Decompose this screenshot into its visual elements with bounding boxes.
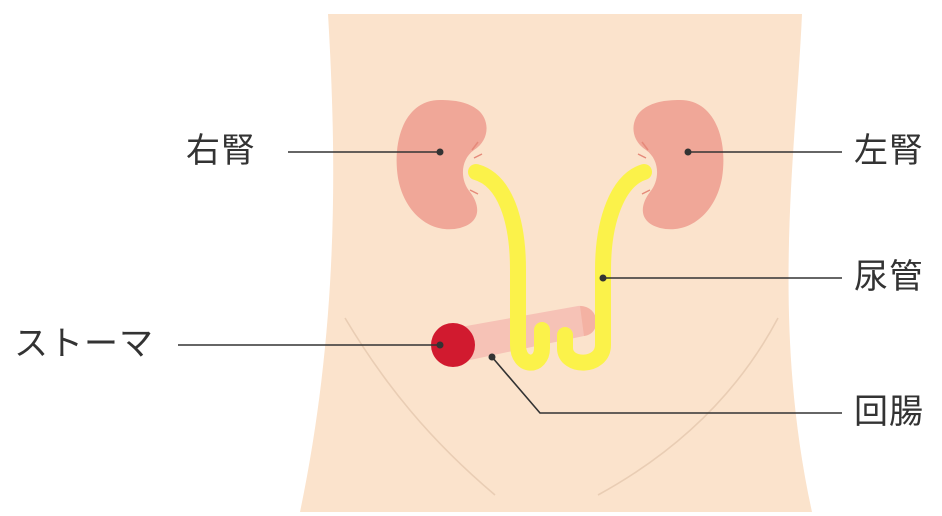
label-right-kidney: 右腎 — [186, 134, 256, 168]
torso-shape — [300, 14, 812, 512]
label-left-kidney: 左腎 — [854, 134, 924, 168]
label-ileum: 回腸 — [854, 395, 924, 429]
label-ureter: 尿管 — [854, 260, 924, 294]
label-stoma: ストーマ — [14, 327, 154, 361]
